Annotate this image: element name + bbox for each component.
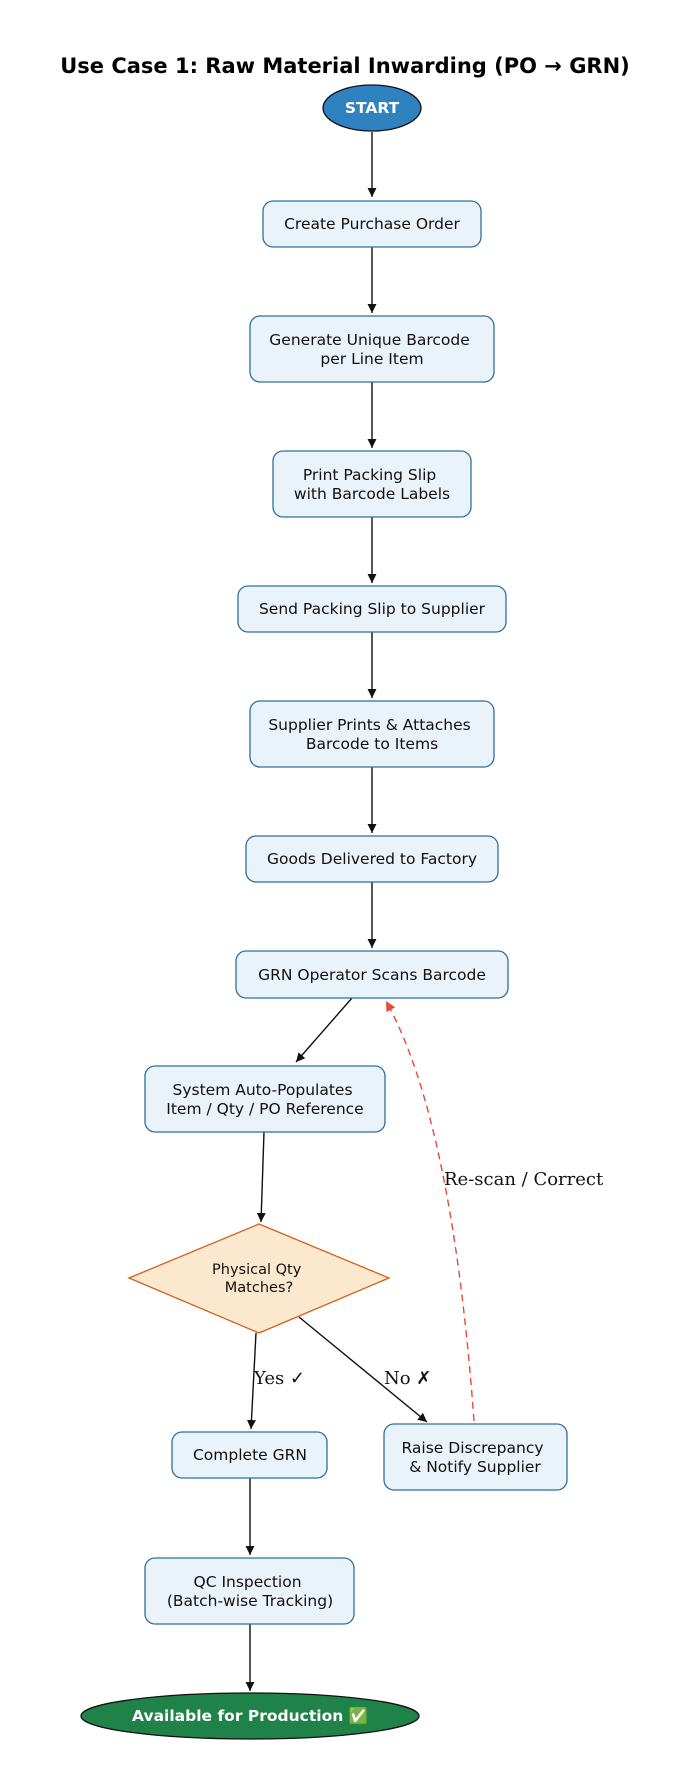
end-node	[80, 1692, 420, 1740]
step-qc-inspection-line-2: (Batch-wise Tracking)	[167, 1592, 333, 1610]
step-raise-discrepancy: Raise Discrepancy & Notify Supplier	[383, 1423, 568, 1491]
step-create-po: Create Purchase Order	[262, 200, 482, 248]
step-print-slip-line-1: Print Packing Slip	[303, 466, 436, 484]
step-auto-populate: System Auto-Populates Item / Qty / PO Re…	[144, 1065, 386, 1133]
step-generate-barcode-line-1: Generate Unique Barcode	[269, 331, 469, 349]
edge-rescan-feedback	[385, 1000, 475, 1422]
svg-text:Print Packing Slip with: Print Packing Slip with Barcode Labels	[294, 466, 450, 503]
svg-text:Generate Unique Barcode: Generate Unique Barcode per Line Item	[269, 331, 474, 368]
edge-decision-to-complete-grn	[246, 1332, 257, 1430]
step-qc-inspection-line-1: QC Inspection	[194, 1573, 302, 1591]
step-grn-scan-line-1: GRN Operator Scans Barcode	[258, 966, 486, 984]
step-print-slip: Print Packing Slip with Barcode Labels	[272, 450, 472, 518]
svg-text:Goods Delivered to Factory: Goods Delivered to Factory	[267, 850, 477, 868]
svg-text:QC Inspection (Batch-wis: QC Inspection (Batch-wise Tracking)	[167, 1573, 333, 1610]
step-goods-delivered-line-1: Goods Delivered to Factory	[267, 850, 477, 868]
end-label: Available for Production ✅	[132, 1706, 368, 1725]
edge-label-yes: Yes ✓	[253, 1368, 305, 1389]
start-label: START	[345, 99, 400, 117]
edges	[245, 132, 475, 1691]
step-supplier-prints-line-1: Supplier Prints & Attaches	[268, 716, 470, 734]
svg-text:System Auto-Populates It: System Auto-Populates Item / Qty / PO Re…	[166, 1081, 363, 1118]
edge-auto-populate-to-decision	[256, 1131, 266, 1223]
step-auto-populate-line-1: System Auto-Populates	[173, 1081, 353, 1099]
step-raise-discrepancy-line-2: & Notify Supplier	[409, 1458, 541, 1476]
svg-text:Create Purchase Order: Create Purchase Order	[284, 215, 460, 233]
step-complete-grn-line-1: Complete GRN	[193, 1446, 307, 1464]
step-generate-barcode: Generate Unique Barcode per Line Item	[249, 315, 495, 383]
diagram-title: Use Case 1: Raw Material Inwarding (PO →…	[60, 54, 630, 78]
decision-qty-matches: Physical Qty Matches?	[127, 1223, 391, 1334]
svg-text:Physical Qty Matches?: Physical Qty Matches?	[212, 1262, 306, 1296]
svg-text:Supplier Prints & Attaches: Supplier Prints & Attaches Barcode to It…	[268, 716, 475, 753]
step-create-po-line-1: Create Purchase Order	[284, 215, 460, 233]
svg-text:GRN Operator Scans Barcode: GRN Operator Scans Barcode	[258, 966, 486, 984]
svg-text:Raise Discrepancy & Noti: Raise Discrepancy & Notify Supplier	[402, 1439, 549, 1476]
step-goods-delivered: Goods Delivered to Factory	[245, 835, 499, 883]
step-send-slip-line-1: Send Packing Slip to Supplier	[259, 600, 486, 618]
step-qc-inspection: QC Inspection (Batch-wise Tracking)	[144, 1557, 355, 1625]
svg-text:Complete GRN: Complete GRN	[193, 1446, 307, 1464]
start-node	[322, 84, 422, 132]
decision-line-1: Physical Qty	[212, 1262, 302, 1278]
step-raise-discrepancy-line-1: Raise Discrepancy	[402, 1439, 544, 1457]
step-auto-populate-line-2: Item / Qty / PO Reference	[166, 1100, 363, 1118]
edge-grn-scan-to-auto-populate	[295, 997, 353, 1063]
step-send-slip: Send Packing Slip to Supplier	[237, 585, 507, 633]
decision-line-2: Matches?	[225, 1280, 293, 1296]
svg-text:Send Packing Slip to Supplier: Send Packing Slip to Supplier	[259, 600, 486, 618]
step-print-slip-line-2: with Barcode Labels	[294, 485, 450, 503]
step-complete-grn: Complete GRN	[171, 1431, 328, 1479]
edge-decision-to-raise-discrepancy	[298, 1316, 428, 1423]
step-supplier-prints: Supplier Prints & Attaches Barcode to It…	[249, 700, 495, 768]
step-supplier-prints-line-2: Barcode to Items	[306, 735, 438, 753]
edge-label-no: No ✗	[384, 1368, 431, 1389]
step-grn-scan: GRN Operator Scans Barcode	[235, 950, 509, 999]
edge-label-rescan: Re-scan / Correct	[444, 1169, 604, 1190]
step-generate-barcode-line-2: per Line Item	[320, 350, 423, 368]
